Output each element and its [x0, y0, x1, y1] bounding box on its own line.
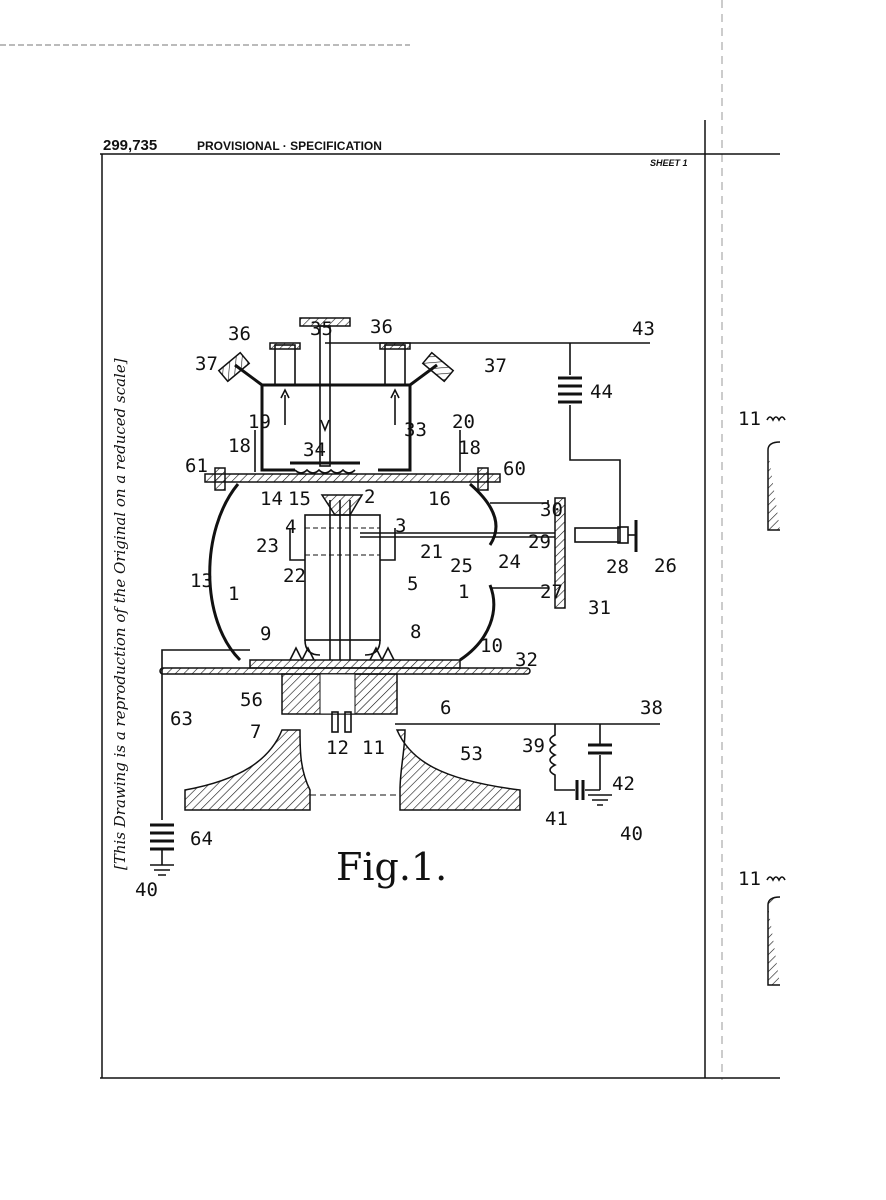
- ref-42: 42: [612, 773, 635, 795]
- ref-23: 23: [256, 535, 279, 557]
- ref-10: 10: [480, 635, 503, 657]
- ref-19: 19: [248, 411, 271, 433]
- ref-30: 30: [540, 499, 563, 521]
- ref-40-right: 40: [620, 823, 643, 845]
- ref-13: 13: [190, 570, 213, 592]
- ref-38: 38: [640, 697, 663, 719]
- ref-12: 12: [326, 737, 349, 759]
- ref-60: 60: [503, 458, 526, 480]
- ref-18-left: 18: [228, 435, 251, 457]
- ref-61: 61: [185, 455, 208, 477]
- figure-1-apparatus: [150, 317, 786, 986]
- ref-5: 5: [407, 573, 418, 595]
- ref-11-side-upper: 11: [738, 408, 761, 430]
- ref-15: 15: [288, 488, 311, 510]
- ref-20: 20: [452, 411, 475, 433]
- ref-3: 3: [395, 515, 406, 537]
- ref-11-side-lower: 11: [738, 868, 761, 890]
- ref-27: 27: [540, 581, 563, 603]
- reduced-scale-note: [This Drawing is a reproduction of the O…: [111, 358, 129, 870]
- ref-36-left: 36: [228, 323, 251, 345]
- ref-37-left: 37: [195, 353, 218, 375]
- ref-26: 26: [654, 555, 677, 577]
- ref-22: 22: [283, 565, 306, 587]
- ref-7: 7: [250, 721, 261, 743]
- patent-number: 299,735: [103, 137, 157, 154]
- ref-39: 39: [522, 735, 545, 757]
- ref-43: 43: [632, 318, 655, 340]
- ref-36-right: 36: [370, 316, 393, 338]
- ref-35: 35: [310, 318, 333, 340]
- ref-14: 14: [260, 488, 283, 510]
- ref-25: 25: [450, 555, 473, 577]
- ref-8: 8: [410, 621, 421, 643]
- ref-63: 63: [170, 708, 193, 730]
- ref-18-right: 18: [458, 437, 481, 459]
- ref-24: 24: [498, 551, 521, 573]
- ref-29: 29: [528, 531, 551, 553]
- ref-37-right: 37: [484, 355, 507, 377]
- sheet-number: SHEET 1: [650, 158, 688, 168]
- ref-2: 2: [364, 486, 375, 508]
- ref-21: 21: [420, 541, 443, 563]
- ref-44: 44: [590, 381, 613, 403]
- ref-1-right: 1: [458, 581, 469, 603]
- ref-28: 28: [606, 556, 629, 578]
- specification-title: PROVISIONAL · SPECIFICATION: [197, 139, 382, 153]
- figure-label: Fig.1.: [336, 845, 447, 889]
- sheet-frame: [100, 120, 780, 1079]
- ref-32: 32: [515, 649, 538, 671]
- ref-56: 56: [240, 689, 263, 711]
- ref-16: 16: [428, 488, 451, 510]
- ref-33: 33: [404, 419, 427, 441]
- ref-31: 31: [588, 597, 611, 619]
- ref-53: 53: [460, 743, 483, 765]
- ref-64: 64: [190, 828, 213, 850]
- ref-41: 41: [545, 808, 568, 830]
- ref-11: 11: [362, 737, 385, 759]
- ref-4: 4: [285, 516, 296, 538]
- reference-numerals: 35 36 36 43 37 37 44 19 20 33 34 18 18 6…: [135, 316, 761, 901]
- ref-6: 6: [440, 697, 451, 719]
- ref-1-left: 1: [228, 583, 239, 605]
- ref-9: 9: [260, 623, 271, 645]
- ref-34: 34: [303, 439, 326, 461]
- ref-40-bottom: 40: [135, 879, 158, 901]
